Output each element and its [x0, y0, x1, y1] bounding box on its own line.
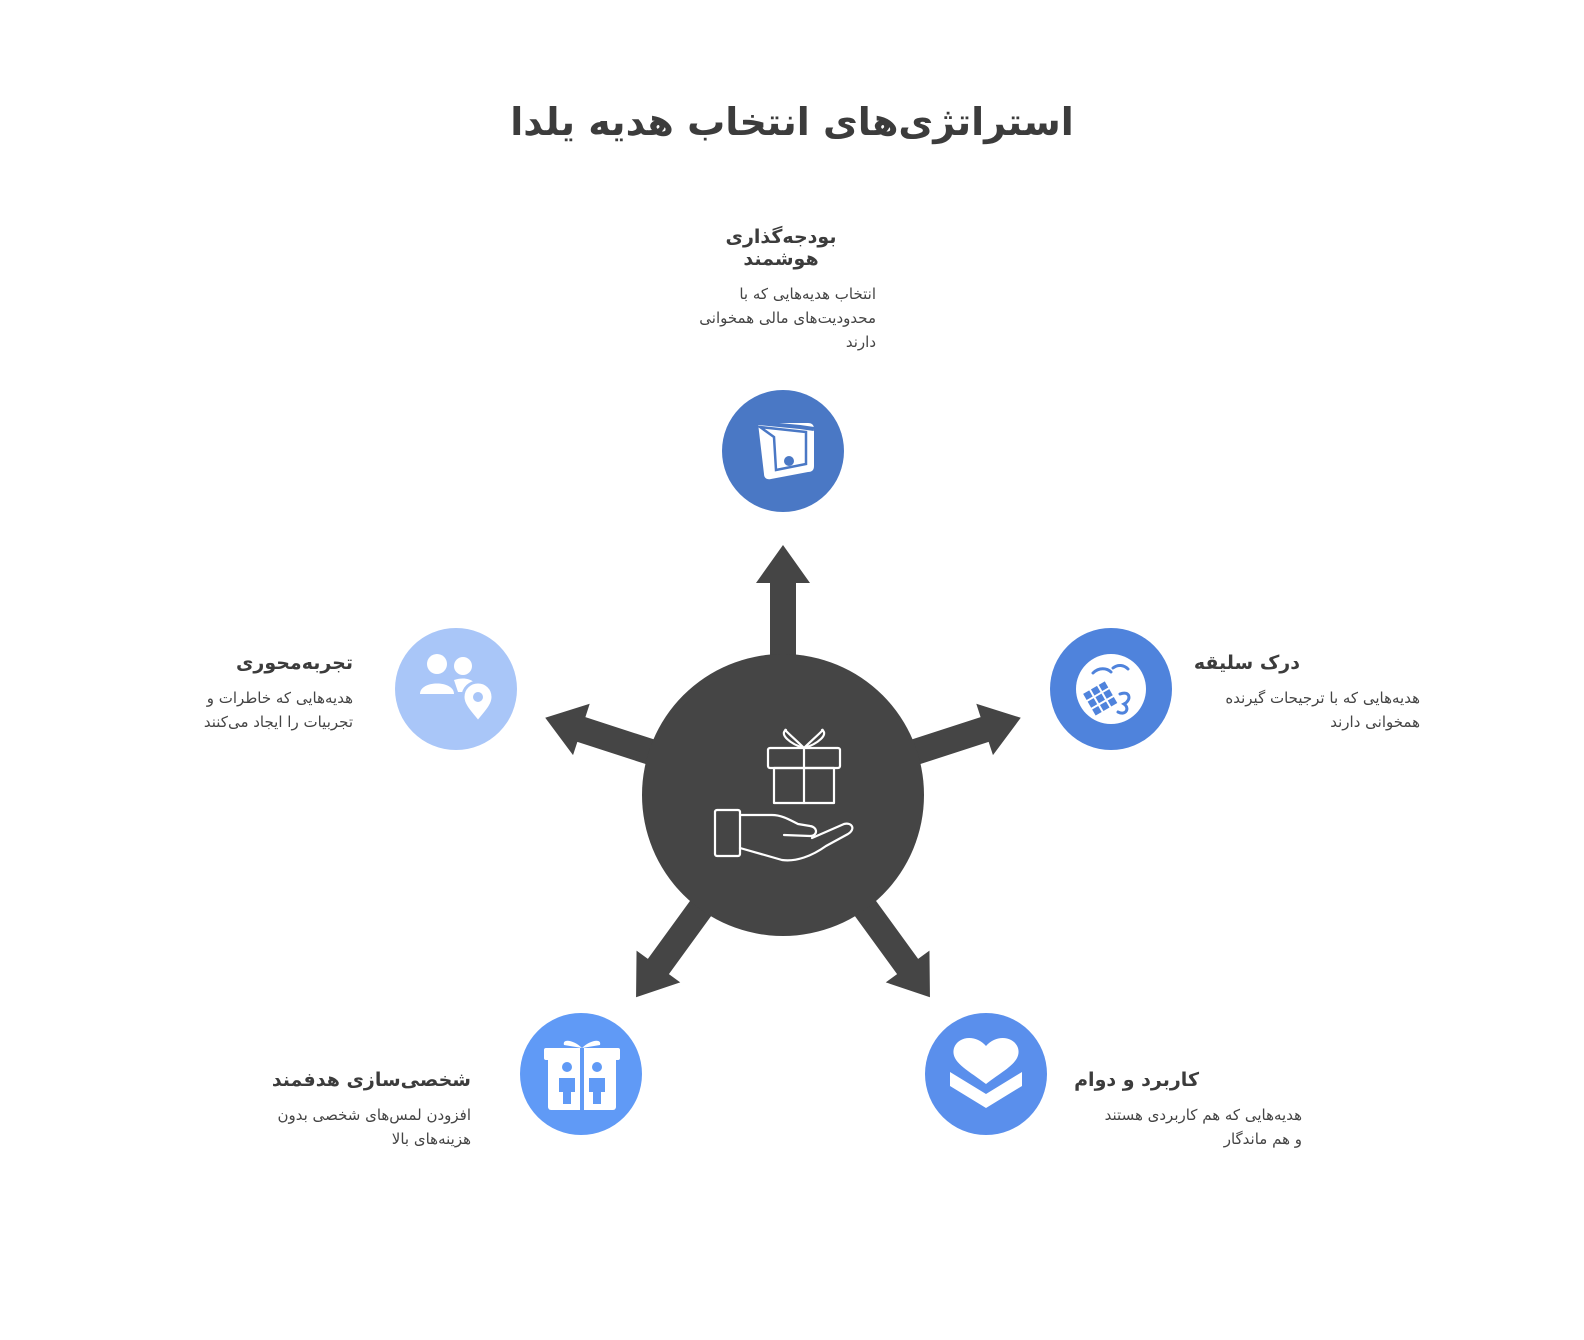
personal-title: شخصی‌سازی هدفمند [271, 1069, 471, 1091]
node-text-budget: بودجه‌گذاری هوشمند انتخاب هدیه‌هایی که ب… [676, 226, 876, 354]
budget-title: بودجه‌گذاری هوشمند [725, 226, 837, 270]
people-location-icon [420, 654, 495, 725]
waffle-face-icon [1076, 654, 1146, 724]
heart-layers-icon [950, 1037, 1022, 1108]
page-title: استراتژی‌های انتخاب هدیه یلدا [510, 100, 1074, 144]
experience-node [395, 628, 517, 750]
experience-desc-line: هدیه‌هایی که خاطرات و [206, 689, 353, 707]
budget-desc: انتخاب هدیه‌هایی که با محدودیت‌های مالی … [676, 282, 876, 354]
arrow-to-personal [636, 896, 715, 998]
gift-in-hand-icon [713, 728, 854, 862]
node-text-experience: تجربه‌محوری هدیه‌هایی که خاطرات و تجربیا… [160, 652, 353, 734]
hub-arrows [545, 545, 1021, 998]
node-text-durability: کاربرد و دوام هدیه‌هایی که هم کاربردی هس… [1070, 1069, 1302, 1151]
node-text-personal: شخصی‌سازی هدفمند افزودن لمس‌های شخصی بدو… [250, 1069, 471, 1151]
experience-title: تجربه‌محوری [235, 652, 353, 674]
arrow-to-budget [756, 545, 810, 660]
durability-desc: هدیه‌هایی که هم کاربردی هستند و هم ماندگ… [1070, 1103, 1302, 1151]
hub-circle [642, 654, 924, 936]
node-text-taste: درک سلیقه هدیه‌هایی که با ترجیحات گیرنده… [1190, 652, 1420, 734]
taste-desc-line: همخوانی دارند [1330, 713, 1420, 731]
arrow-to-taste [907, 703, 1021, 766]
durability-desc-line: هدیه‌هایی که هم کاربردی هستند [1104, 1106, 1302, 1124]
budget-desc-line: محدودیت‌های مالی همخوانی [699, 309, 876, 327]
budget-desc-line: انتخاب هدیه‌هایی که با [739, 285, 876, 303]
personal-desc-line: هزینه‌های بالا [391, 1130, 471, 1148]
experience-desc-line: تجربیات را ایجاد می‌کنند [203, 713, 353, 731]
personal-desc-line: افزودن لمس‌های شخصی بدون [277, 1106, 471, 1124]
arrow-to-experience [545, 703, 659, 766]
wallet-icon [755, 421, 815, 480]
budget-desc-line: دارند [845, 333, 876, 351]
taste-desc-line: هدیه‌هایی که با ترجیحات گیرنده [1225, 689, 1420, 707]
durability-title: کاربرد و دوام [1074, 1069, 1199, 1091]
experience-desc: هدیه‌هایی که خاطرات و تجربیات را ایجاد م… [160, 686, 353, 734]
taste-desc: هدیه‌هایی که با ترجیحات گیرنده همخوانی د… [1190, 686, 1420, 734]
personal-desc: افزودن لمس‌های شخصی بدون هزینه‌های بالا [250, 1103, 471, 1151]
durability-desc-line: و هم ماندگار [1223, 1130, 1302, 1148]
arrow-to-durability [851, 896, 930, 998]
taste-title: درک سلیقه [1193, 652, 1300, 674]
gift-people-icon [544, 1040, 620, 1110]
